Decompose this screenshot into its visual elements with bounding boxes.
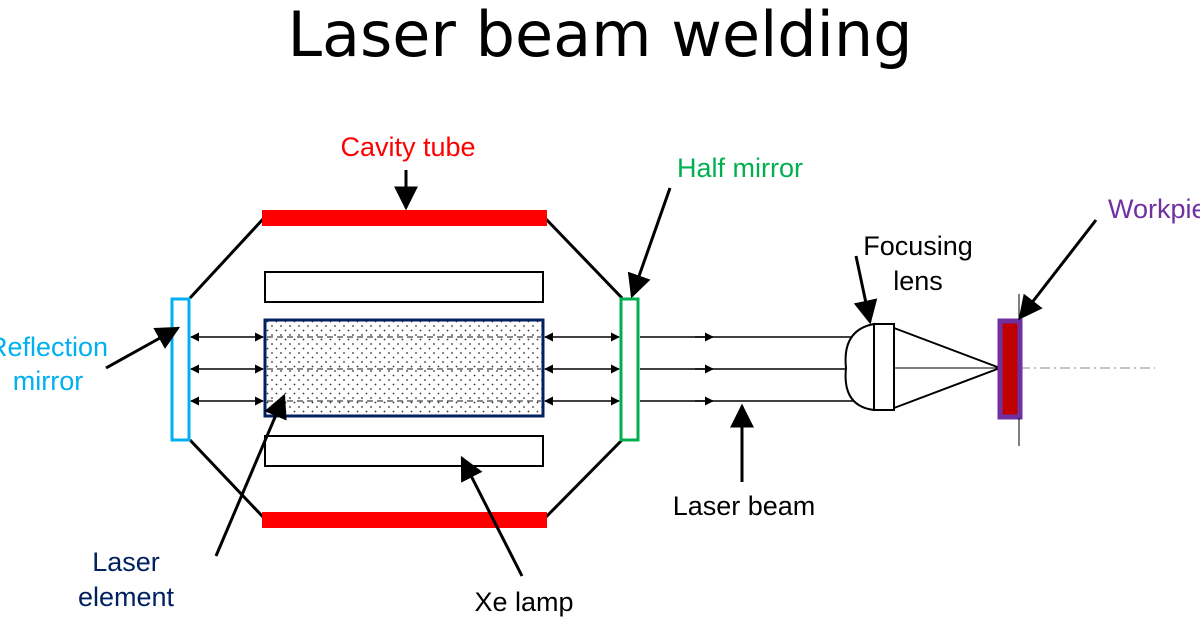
half-mirror	[619, 297, 640, 442]
workpiece-label: Workpiece	[1108, 194, 1200, 224]
cavity-tube-top	[262, 210, 547, 226]
pointer-arrows	[105, 170, 1098, 577]
half-mirror-label: Half mirror	[677, 153, 803, 183]
laser-element-dashes	[267, 336, 541, 402]
laser-element-pointer	[214, 393, 287, 557]
xe-lamp-pointer	[460, 455, 524, 577]
xe-lamp-top	[264, 271, 544, 303]
half-mirror-pointer	[627, 187, 672, 299]
converging-beam	[893, 327, 1001, 409]
laser-element-label-line2: element	[78, 582, 175, 612]
reflection-mirror-label-line2: mirror	[13, 366, 83, 396]
workpiece	[997, 318, 1023, 420]
left-oscillation-arrows	[190, 332, 264, 406]
workpiece-pointer	[1018, 219, 1098, 320]
laser-beam-direction-marks	[695, 332, 714, 406]
cavity-tube-label: Cavity tube	[340, 132, 475, 162]
laser-beam-lines	[640, 336, 862, 402]
xe-lamp-bottom	[264, 435, 544, 467]
laser-element	[263, 318, 545, 418]
focusing-lens	[844, 322, 895, 412]
cavity-tube-bottom	[262, 512, 547, 528]
reflection-mirror-label-line1: Reflection	[0, 332, 108, 362]
laser-element-label-line1: Laser	[92, 547, 160, 577]
laser-beam-label: Laser beam	[673, 491, 816, 521]
cavity-housing	[188, 216, 624, 520]
reflection-mirror-pointer	[105, 326, 181, 370]
diagram-title: Laser beam welding	[287, 0, 913, 71]
reflection-mirror	[170, 297, 191, 442]
focusing-lens-pointer	[853, 255, 878, 325]
focusing-lens-label-line2: lens	[893, 266, 943, 296]
right-oscillation-arrows	[544, 332, 620, 406]
xe-lamp-label: Xe lamp	[474, 587, 573, 617]
focusing-lens-label-line1: Focusing	[863, 231, 973, 261]
